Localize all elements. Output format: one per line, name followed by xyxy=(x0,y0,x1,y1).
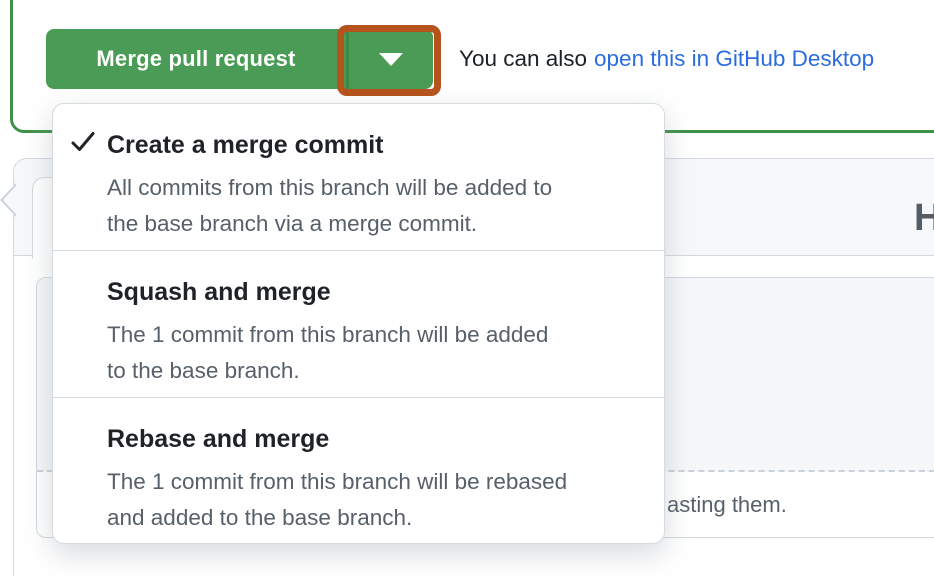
github-desktop-link[interactable]: open this in GitHub Desktop xyxy=(594,46,875,71)
menu-item-description: The 1 commit from this branch will be ad… xyxy=(107,322,549,383)
merge-pull-request-button[interactable]: Merge pull request xyxy=(46,29,346,89)
menu-item-title: Squash and merge xyxy=(107,278,331,306)
merge-options-toggle-button[interactable] xyxy=(346,29,433,89)
dropdown-caret-icon xyxy=(379,52,403,66)
attach-files-text-fragment: asting them. xyxy=(667,491,787,517)
check-icon xyxy=(71,132,95,151)
menu-item-title: Create a merge commit xyxy=(107,131,384,159)
menu-item-description: The 1 commit from this branch will be re… xyxy=(107,469,568,530)
menu-item-rebase-and-merge[interactable]: Rebase and merge The 1 commit from this … xyxy=(53,398,664,543)
comment-box-caret xyxy=(3,186,16,214)
menu-divider xyxy=(53,250,664,251)
menu-item-title: Rebase and merge xyxy=(107,425,330,453)
merge-options-menu: Create a merge commit All commits from t… xyxy=(52,103,665,544)
merge-caption: You can also open this in GitHub Desktop xyxy=(459,29,874,89)
menu-divider xyxy=(53,397,664,398)
menu-item-description: All commits from this branch will be add… xyxy=(107,175,553,236)
merge-button-group: Merge pull request xyxy=(46,29,433,89)
menu-item-squash-and-merge[interactable]: Squash and merge The 1 commit from this … xyxy=(53,251,664,397)
you-can-also-text: You can also xyxy=(459,46,588,71)
heading-icon[interactable]: H xyxy=(914,197,934,240)
menu-item-create-a-merge-commit[interactable]: Create a merge commit All commits from t… xyxy=(53,104,664,250)
